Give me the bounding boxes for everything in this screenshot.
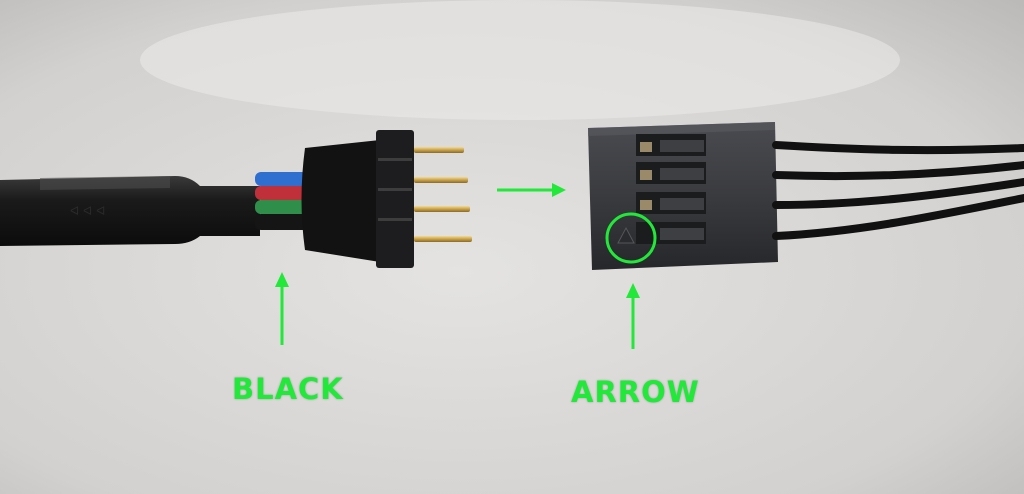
svg-text:ᐊ ᐊ ᐊ: ᐊ ᐊ ᐊ	[70, 204, 105, 218]
pin	[414, 147, 464, 153]
pin	[414, 206, 470, 212]
surface-glare	[140, 0, 900, 120]
left-cable: ᐊ ᐊ ᐊ	[0, 176, 260, 246]
label-black: BLACK	[232, 372, 344, 406]
arrow-up-icon	[275, 272, 289, 345]
pin	[414, 236, 472, 242]
female-connector	[588, 122, 778, 270]
arrow-right-icon	[497, 183, 566, 197]
label-arrow: ARROW	[571, 375, 700, 409]
highlight-circle-icon	[605, 212, 657, 264]
male-connector	[301, 130, 472, 268]
arrow-up-icon	[626, 283, 640, 349]
triangle-marker-icon	[617, 226, 635, 244]
annotations	[275, 183, 657, 349]
right-wires	[772, 141, 1024, 240]
pin	[414, 177, 468, 183]
